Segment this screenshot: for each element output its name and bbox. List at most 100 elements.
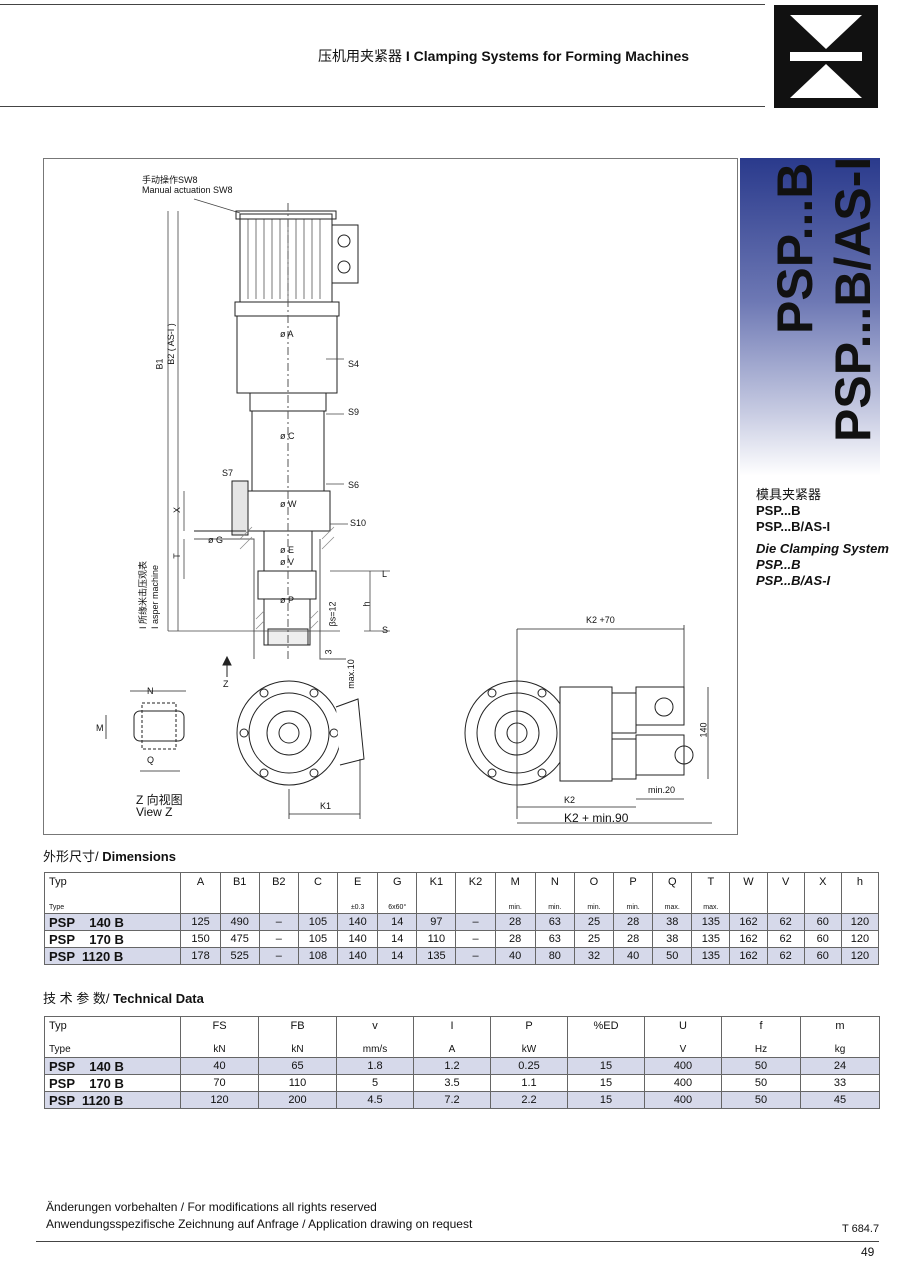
table-cell: 63 — [534, 913, 575, 931]
label-max10: max.10 — [345, 659, 356, 689]
column-header: U — [644, 1016, 722, 1039]
header-title: 压机用夹紧器 I Clamping Systems for Forming Ma… — [318, 46, 689, 66]
column-subheader: A — [413, 1039, 491, 1058]
column-subheader: kN — [258, 1039, 337, 1058]
table-cell: 50 — [721, 1091, 801, 1109]
product-label-psp-b: PSP...B — [756, 503, 801, 518]
label-dia-p: ø P — [280, 595, 295, 605]
type-header: Typ — [43, 872, 182, 895]
table-cell: 1.2 — [413, 1057, 491, 1075]
header-title-cn: 压机用夹紧器 — [318, 48, 402, 64]
label-k2-min90: K2 + min.90 — [564, 811, 629, 825]
table-cell: 25 — [573, 913, 615, 931]
label-dia-e: ø E — [280, 545, 295, 555]
label-b2: B2 ( AS-I ) — [165, 323, 176, 365]
column-header: V — [766, 872, 805, 895]
table-cell: 120 — [840, 947, 880, 965]
table-cell: 14 — [377, 947, 418, 965]
table-cell: 40 — [494, 947, 536, 965]
type-header-2: Type — [44, 1039, 181, 1058]
table-cell: 400 — [644, 1091, 722, 1109]
table-cell: 62 — [766, 930, 805, 948]
label-k1: K1 — [320, 801, 332, 811]
column-header: X — [803, 872, 842, 895]
label-s7: S7 — [222, 468, 234, 478]
footer-application-note: Anwendungsspezifische Zeichnung auf Anfr… — [46, 1217, 473, 1231]
table-cell: 105 — [297, 930, 339, 948]
table-cell: 97 — [416, 913, 457, 931]
table-cell: 65 — [258, 1057, 337, 1075]
column-header: K1 — [416, 872, 457, 895]
column-subheader: min. — [613, 895, 654, 914]
table-cell: 28 — [494, 913, 536, 931]
technical-heading-en: Technical Data — [113, 991, 204, 1006]
table-cell: 14 — [377, 930, 418, 948]
table-cell: 162 — [729, 930, 768, 948]
table-cell: 40 — [180, 1057, 259, 1075]
page-number: 49 — [861, 1245, 875, 1259]
table-cell: 60 — [803, 913, 842, 931]
label-q: Q — [147, 755, 155, 765]
column-header: FB — [258, 1016, 337, 1039]
header-title-sep: I — [405, 48, 410, 64]
label-n: N — [147, 686, 154, 696]
column-subheader: max. — [691, 895, 731, 914]
column-header: W — [729, 872, 768, 895]
label-dia-v: ø V — [280, 557, 295, 567]
type-cell: PSP 140 B — [44, 1057, 181, 1075]
table-cell: 4.5 — [336, 1091, 414, 1109]
header-title-en: Clamping Systems for Forming Machines — [413, 48, 690, 64]
table-cell: 2.2 — [490, 1091, 568, 1109]
table-cell: 135 — [691, 913, 731, 931]
table-cell: – — [258, 930, 299, 948]
label-dia-g: ø G — [208, 535, 223, 545]
column-subheader — [219, 895, 260, 914]
column-header: K2 — [455, 872, 496, 895]
table-cell: 135 — [691, 947, 731, 965]
table-cell: 28 — [613, 913, 654, 931]
table-cell: 80 — [534, 947, 575, 965]
column-subheader: min. — [573, 895, 615, 914]
label-s: S — [382, 625, 389, 635]
table-cell: 490 — [219, 913, 260, 931]
company-logo — [774, 5, 878, 108]
table-cell: 200 — [258, 1091, 337, 1109]
product-label-psp-b-asi: PSP...B/AS-I — [756, 519, 831, 534]
technical-heading-cn: 技 术 参 数/ — [43, 991, 110, 1006]
column-header: m — [800, 1016, 880, 1039]
table-cell: 60 — [803, 930, 842, 948]
table-cell: 135 — [691, 930, 731, 948]
type-cell: PSP 170 B — [43, 930, 182, 948]
column-header: O — [573, 872, 615, 895]
table-cell: 28 — [494, 930, 536, 948]
table-cell: 125 — [180, 913, 221, 931]
table-cell: 3.5 — [413, 1074, 491, 1092]
table-cell: – — [455, 913, 496, 931]
column-header: E — [337, 872, 379, 895]
table-cell: 400 — [644, 1057, 722, 1075]
column-header: f — [721, 1016, 801, 1039]
table-cell: 32 — [573, 947, 615, 965]
table-cell: 400 — [644, 1074, 722, 1092]
table-cell: 14 — [377, 913, 418, 931]
technical-heading: 技 术 参 数/ Technical Data — [43, 988, 204, 1007]
table-cell: – — [455, 947, 496, 965]
table-cell: 140 — [337, 913, 379, 931]
column-subheader: kN — [180, 1039, 259, 1058]
document-code: T 684.7 — [842, 1223, 880, 1235]
label-dia-a: ø A — [280, 329, 294, 339]
table-cell: – — [455, 930, 496, 948]
product-banner: PSP...B PSP...B/AS-I — [740, 157, 881, 476]
column-subheader — [297, 895, 339, 914]
column-header: h — [840, 872, 880, 895]
label-s10: S10 — [350, 518, 367, 528]
table-cell: 108 — [297, 947, 339, 965]
header-bottom-rule — [0, 106, 765, 107]
type-cell: PSP 170 B — [44, 1074, 181, 1092]
